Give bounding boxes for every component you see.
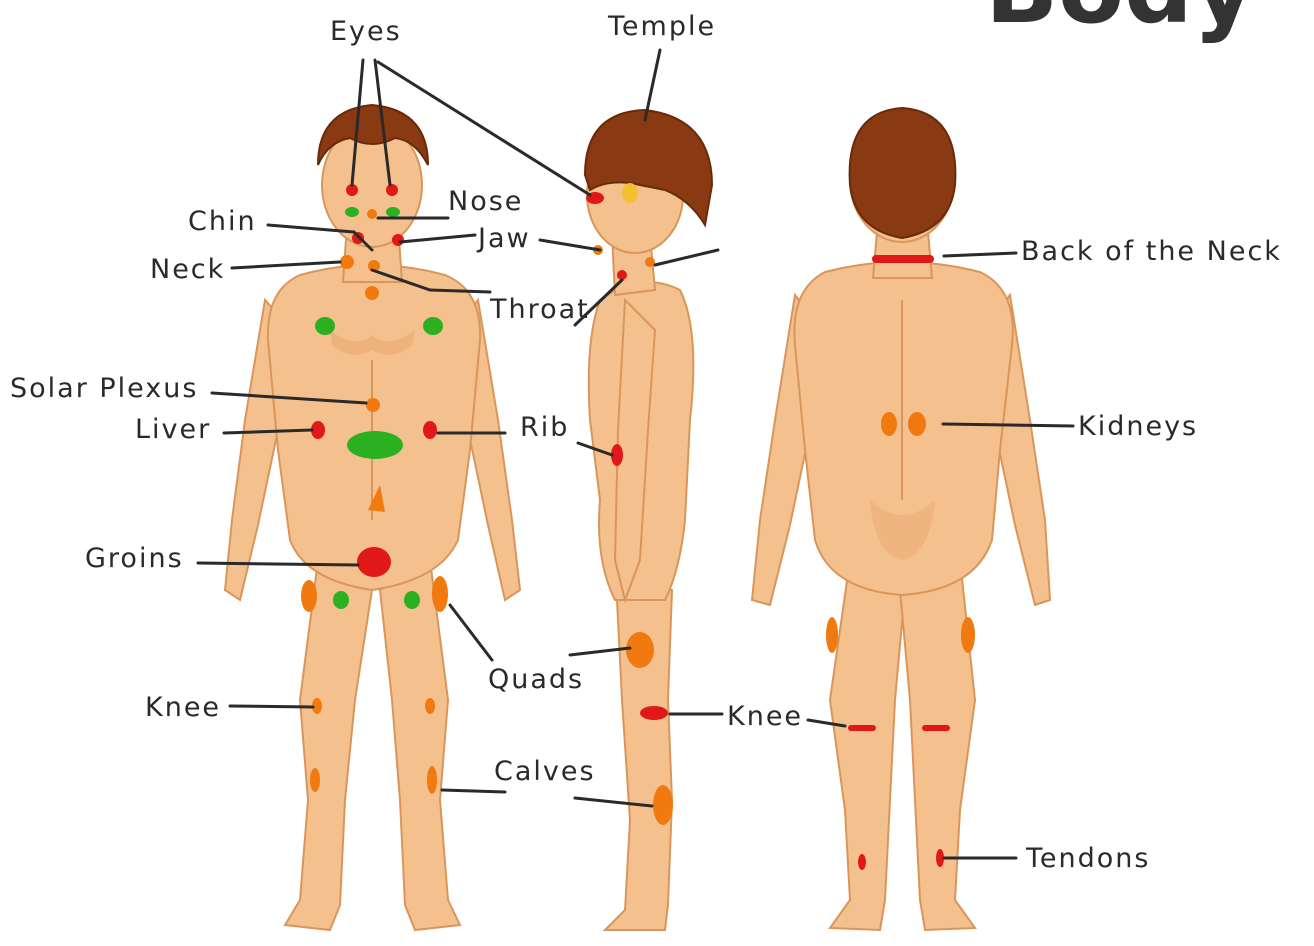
label-eyes: Eyes	[330, 16, 402, 47]
marker-side-quad	[626, 632, 654, 668]
marker-rib-front	[423, 421, 437, 439]
label-knee-front: Knee	[145, 692, 221, 723]
marker-groin	[357, 547, 391, 577]
marker-chest-right	[423, 317, 443, 335]
marker-solar-plexus	[366, 398, 380, 412]
title-fragment: Body	[985, 0, 1255, 45]
label-calves: Calves	[494, 756, 596, 787]
marker-back-knee-left	[848, 725, 876, 731]
marker-calf-left	[310, 768, 320, 792]
marker-temple	[622, 183, 638, 203]
label-throat: Throat	[489, 294, 590, 325]
label-rib: Rib	[520, 412, 569, 443]
label-quads: Quads	[488, 664, 584, 695]
label-chin: Chin	[188, 206, 257, 237]
marker-side-knee	[640, 706, 668, 720]
label-tendons: Tendons	[1025, 843, 1150, 874]
marker-kidney-left	[881, 412, 897, 436]
label-solar-plexus: Solar Plexus	[10, 373, 198, 404]
marker-thigh-left	[301, 580, 317, 612]
marker-neck	[340, 255, 354, 269]
front-view-figure	[225, 105, 520, 930]
label-kidneys: Kidneys	[1078, 411, 1198, 442]
marker-cheek-right	[386, 207, 400, 217]
marker-stomach	[347, 431, 403, 459]
label-nose: Nose	[448, 186, 523, 217]
label-back-of-neck: Back of the Neck	[1021, 236, 1282, 267]
marker-calf-right	[427, 766, 437, 794]
marker-back-of-neck	[872, 255, 934, 263]
marker-thigh-inner-left	[333, 591, 349, 609]
marker-thigh-inner-right	[404, 591, 420, 609]
marker-collar	[365, 286, 379, 300]
marker-side-neck	[645, 257, 655, 267]
marker-back-thigh-left	[826, 617, 838, 653]
marker-jaw	[392, 234, 404, 246]
label-knee-side: Knee	[727, 701, 803, 732]
marker-nose	[367, 209, 377, 219]
label-jaw: Jaw	[476, 223, 531, 254]
marker-chest-left	[315, 317, 335, 335]
label-temple: Temple	[607, 11, 716, 42]
marker-side-throat	[617, 270, 627, 280]
marker-eye-right	[386, 184, 398, 196]
marker-kidney-right	[908, 412, 926, 436]
label-liver: Liver	[135, 414, 211, 445]
label-groins: Groins	[85, 543, 184, 574]
back-view-figure	[752, 108, 1050, 930]
marker-back-knee-right	[922, 725, 950, 731]
marker-back-thigh-right	[961, 617, 975, 653]
marker-side-calf	[653, 785, 673, 825]
label-neck: Neck	[150, 254, 225, 285]
marker-knee-right	[425, 698, 435, 714]
marker-cheek-left	[345, 207, 359, 217]
marker-tendon-left	[858, 854, 866, 870]
marker-quad-front	[432, 576, 448, 612]
